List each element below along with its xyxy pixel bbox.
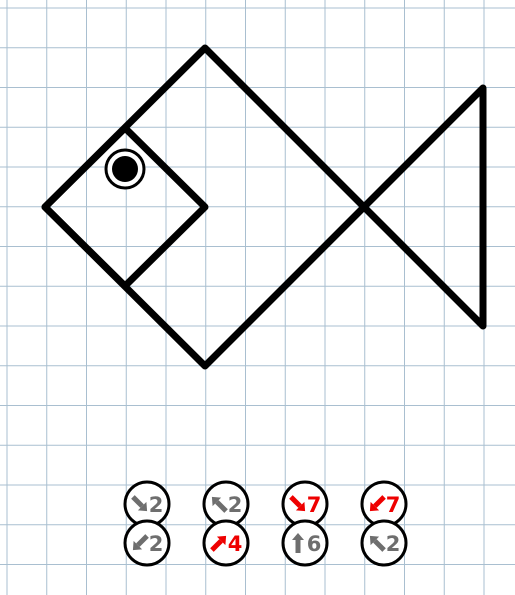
- step-count: 6: [307, 532, 322, 556]
- instruction-badge: 2: [362, 521, 406, 565]
- instruction-badge: 2: [204, 482, 248, 526]
- step-count: 7: [307, 493, 322, 517]
- instruction-badge: 2: [125, 521, 169, 565]
- step-count: 4: [228, 532, 243, 556]
- step-count: 7: [386, 493, 401, 517]
- instruction-badge: 7: [362, 482, 406, 526]
- instruction-badge: 4: [204, 521, 248, 565]
- direction-instructions: 2 2 7 7 2 4 6 2: [125, 482, 406, 565]
- eye-pupil: [112, 156, 138, 182]
- step-count: 2: [386, 532, 401, 556]
- step-count: 2: [149, 493, 164, 517]
- instruction-badge: 7: [283, 482, 327, 526]
- step-count: 2: [228, 493, 243, 517]
- instruction-badge: 6: [283, 521, 327, 565]
- fish-eye: [106, 150, 144, 188]
- step-count: 2: [149, 532, 164, 556]
- instruction-badge: 2: [125, 482, 169, 526]
